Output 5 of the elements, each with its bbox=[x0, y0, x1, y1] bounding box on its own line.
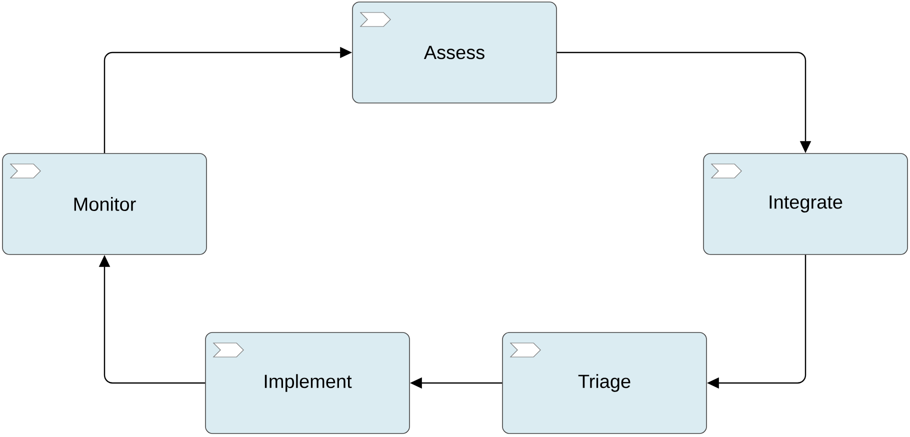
process-box: Triage bbox=[502, 332, 707, 434]
process-box: Assess bbox=[352, 2, 557, 104]
process-box: Implement bbox=[205, 332, 410, 434]
process-box: Integrate bbox=[703, 153, 908, 255]
process-box: Monitor bbox=[2, 153, 207, 255]
